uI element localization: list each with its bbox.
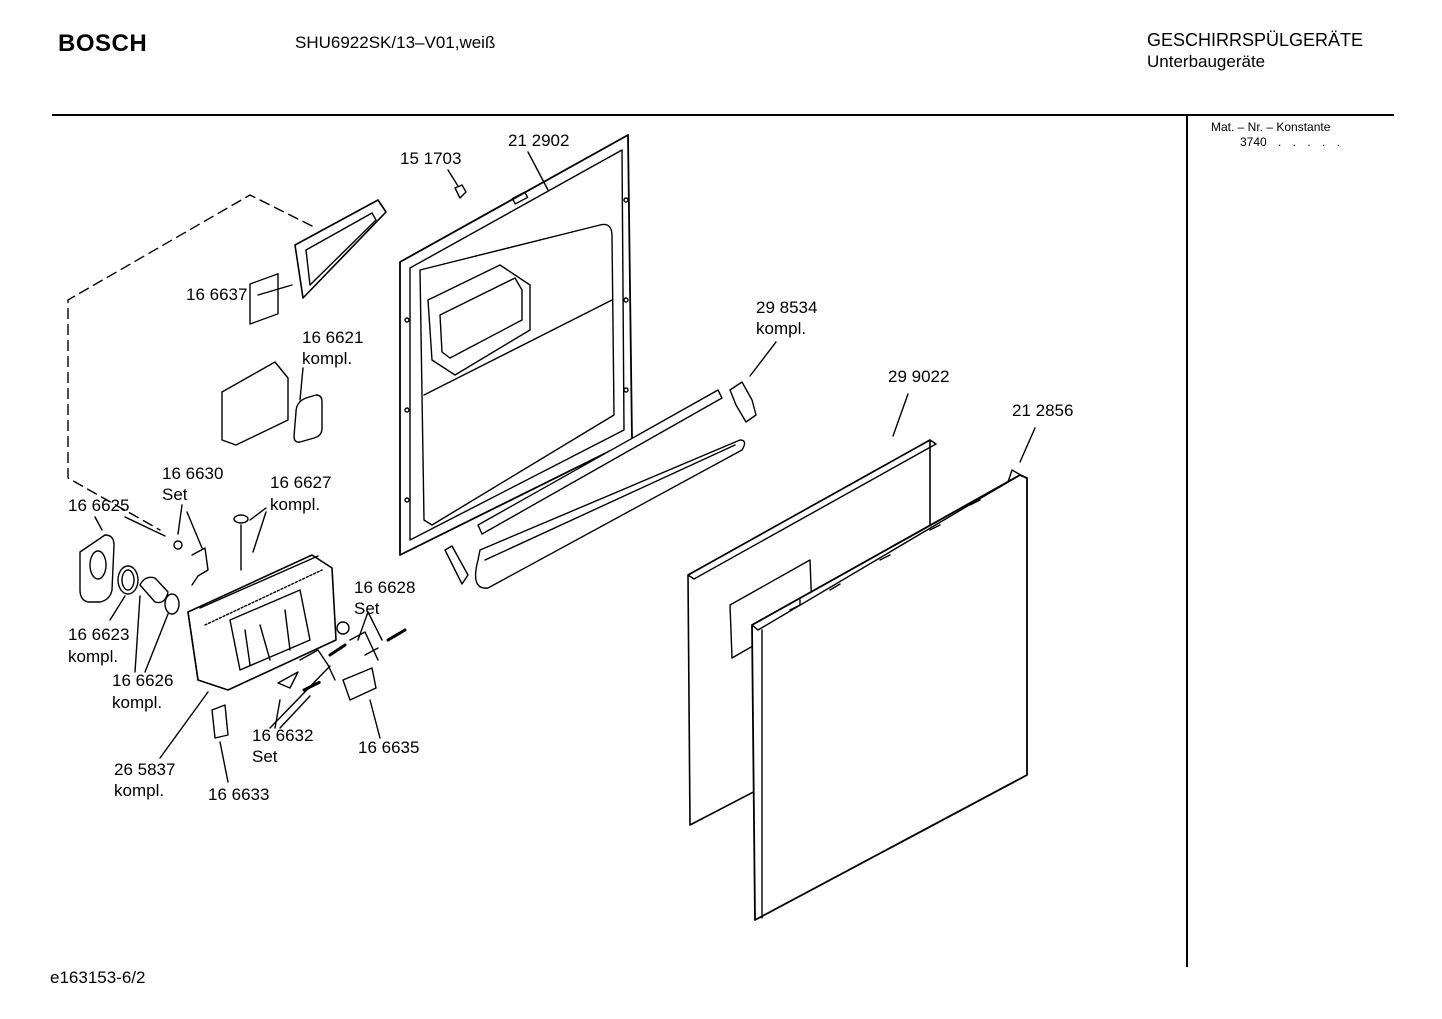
label-part-number: 16 6621 xyxy=(302,328,363,347)
product-subcategory: Unterbaugeräte xyxy=(1147,52,1266,71)
label-part-number: 29 9022 xyxy=(888,367,949,386)
label-part-number: 16 6628 xyxy=(354,578,415,597)
phantom-line xyxy=(67,194,313,531)
label-part-number: 16 6623 xyxy=(68,625,129,644)
label-part-number: 21 2856 xyxy=(1012,401,1073,420)
hinge-part xyxy=(729,381,757,423)
product-category: GESCHIRRSPÜLGERÄTE xyxy=(1147,30,1364,50)
inner-door-panel xyxy=(399,134,633,556)
mat-nr-value: 3740 xyxy=(1240,135,1267,149)
diagram-id: e163153-6/2 xyxy=(50,968,146,987)
label-part-number: 21 2902 xyxy=(508,131,569,150)
label-part-number: 26 5837 xyxy=(114,760,175,779)
part-labels: 21 2902 15 1703 16 6637 16 6621 kompl. 2… xyxy=(68,131,1073,804)
label-part-number: 16 6627 xyxy=(270,473,331,492)
label-part-number: 16 6635 xyxy=(358,738,419,757)
label-part-suffix: kompl. xyxy=(756,319,806,338)
model-designation: SHU6922SK/13–V01,weiß xyxy=(295,33,496,52)
mat-nr-label: Mat. – Nr. – Konstante xyxy=(1211,120,1331,134)
label-part-number: 29 8534 xyxy=(756,298,817,317)
label-part-number: 16 6632 xyxy=(252,726,313,745)
label-part-suffix: kompl. xyxy=(270,495,320,514)
label-part-number: 16 6633 xyxy=(208,785,269,804)
label-part-number: 16 6625 xyxy=(68,496,129,515)
dispenser-housing xyxy=(187,554,337,691)
label-part-suffix: kompl. xyxy=(302,349,352,368)
trim-strips xyxy=(444,389,746,589)
label-part-suffix: kompl. xyxy=(112,693,162,712)
small-components xyxy=(173,514,407,739)
leader-lines xyxy=(94,151,1036,783)
clip-part xyxy=(454,184,467,199)
mat-nr-dots: . . . . . xyxy=(1278,135,1345,149)
label-part-number: 15 1703 xyxy=(400,149,461,168)
side-panel-divider xyxy=(1186,116,1188,967)
brand-logo: BOSCH xyxy=(58,30,148,57)
label-part-suffix: kompl. xyxy=(114,781,164,800)
exploded-view-drawing: 21 2902 15 1703 16 6637 16 6621 kompl. 2… xyxy=(67,131,1073,921)
dispenser-frame xyxy=(294,199,387,299)
header-divider xyxy=(52,114,1394,116)
label-part-suffix: Set xyxy=(252,747,278,766)
label-part-suffix: Set xyxy=(354,599,380,618)
dispenser-cover xyxy=(221,273,323,446)
outer-door-panel xyxy=(751,469,1028,921)
label-part-suffix: kompl. xyxy=(68,647,118,666)
label-part-suffix: Set xyxy=(162,485,188,504)
label-part-number: 16 6630 xyxy=(162,464,223,483)
label-part-number: 16 6637 xyxy=(186,285,247,304)
label-part-number: 16 6626 xyxy=(112,671,173,690)
rinse-aid-cap xyxy=(79,534,180,615)
